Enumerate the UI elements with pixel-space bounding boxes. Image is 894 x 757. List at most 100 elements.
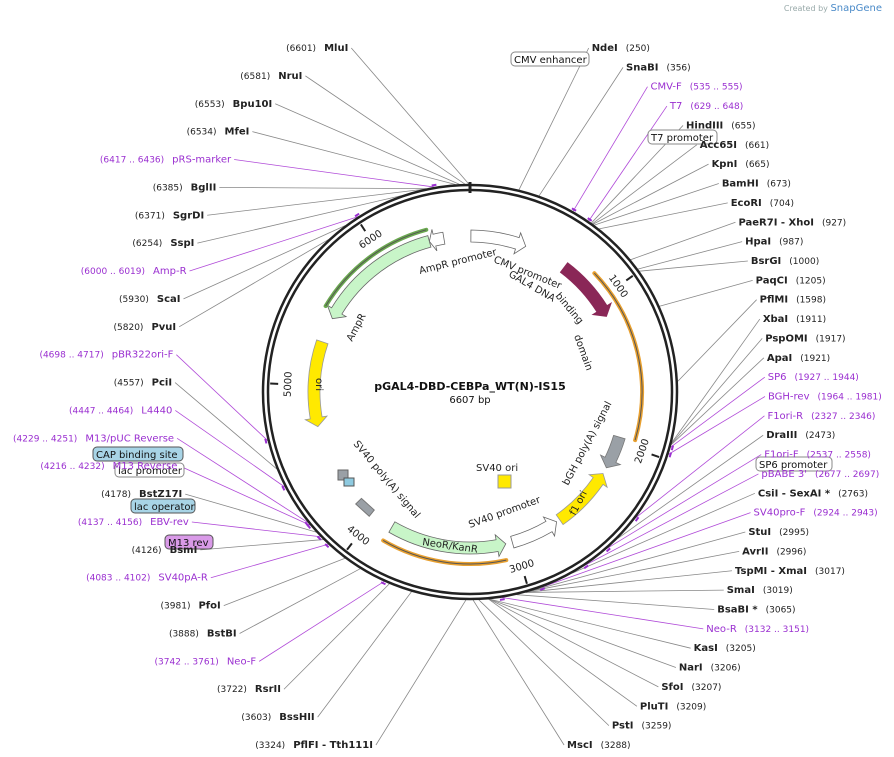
site-mlui[interactable]: (6601)MluI: [286, 43, 348, 54]
boxed-t7-promoter: T7 promoter: [647, 129, 718, 145]
site-sgrdi[interactable]: (6371)SgrDI: [135, 210, 204, 221]
site-nrui[interactable]: (6581)NruI: [240, 71, 302, 82]
site-paer7i-xhoi[interactable]: PaeR7I - XhoI(927): [738, 217, 846, 228]
primer-m13-reverse[interactable]: (4216 .. 4232)M13 Reverse: [40, 461, 177, 472]
site-pflfi-tth111i[interactable]: (3324)PflFI - Tth111I: [255, 740, 373, 751]
primer-f1ori-r[interactable]: F1ori-R(2327 .. 2346): [767, 411, 875, 422]
primer-sv40pro-f[interactable]: SV40pro-F(2924 .. 2943): [754, 508, 878, 519]
site-sfoi[interactable]: SfoI(3207): [661, 682, 721, 693]
site-bsrgi[interactable]: BsrGI(1000): [751, 256, 819, 267]
leader-line: [572, 492, 756, 574]
primer-cmv-f[interactable]: CMV-F(535 .. 555): [651, 82, 743, 93]
site-paqci[interactable]: PaqCI(1205): [756, 275, 826, 286]
leader-line: [219, 187, 427, 190]
leader-line: [478, 599, 610, 726]
site-mfei[interactable]: (6534)MfeI: [187, 127, 250, 138]
leader-line: [375, 599, 467, 746]
site-pcii[interactable]: (4557)PciI: [114, 378, 172, 389]
tick-label: 5000: [283, 371, 295, 397]
site-bamhi[interactable]: BamHI(673): [722, 179, 791, 190]
primer-neo-f[interactable]: (3742 .. 3761)Neo-F: [155, 656, 257, 667]
leader-lines: [174, 47, 766, 746]
boxed-cmv-enhancer: CMV enhancer: [510, 51, 590, 67]
site-marks: [264, 183, 675, 601]
site-bpu10i[interactable]: (6553)Bpu10I: [195, 99, 272, 110]
site-bsabi-[interactable]: BsaBI *(3065): [717, 604, 795, 615]
feature-cmv-promoter: [470, 229, 527, 255]
primer-amp-r[interactable]: (6000 .. 6019)Amp-R: [81, 266, 187, 277]
leader-line: [489, 598, 677, 668]
leader-line: [472, 599, 565, 746]
leader-line: [252, 131, 456, 185]
site-snabi[interactable]: SnaBI(356): [626, 62, 691, 73]
tick-mark: [651, 453, 660, 458]
primer-mark: [587, 217, 593, 222]
site-nari[interactable]: NarI(3206): [679, 663, 741, 674]
leader-line: [239, 568, 361, 634]
leader-line: [588, 105, 668, 222]
site-draiii[interactable]: DraIII(2473): [766, 430, 835, 441]
site-pluti[interactable]: PluTI(3209): [640, 701, 706, 712]
site-pspomi[interactable]: PspOMI(1917): [765, 333, 845, 344]
site-kpni[interactable]: KpnI(665): [712, 159, 770, 170]
leader-line: [594, 183, 719, 226]
site-bstbi[interactable]: (3888)BstBI: [169, 628, 237, 639]
site-pvui[interactable]: (5820)PvuI: [114, 322, 177, 333]
bgh-polya-label: bGH poly(A) signal: [561, 400, 615, 488]
site-rsrii[interactable]: (3722)RsrII: [217, 684, 281, 695]
site-bsmi[interactable]: (4126)BsmI: [132, 545, 198, 556]
leader-line: [207, 188, 424, 216]
ampr-promoter-label: AmpR promoter: [418, 247, 499, 277]
site-msci[interactable]: MscI(3288): [567, 740, 631, 751]
gal4-label-c: domain: [571, 333, 594, 372]
site-pflmi[interactable]: PflMI(1598): [760, 295, 826, 306]
primer-pbr322ori-f[interactable]: (4698 .. 4717)pBR322ori-F: [39, 350, 173, 361]
feature-gal4-dna-binding-domain: [559, 262, 613, 317]
leader-line: [223, 557, 346, 606]
site-apai[interactable]: ApaI(1921): [767, 353, 830, 364]
primer-mark: [670, 445, 675, 451]
primer-ebv-rev[interactable]: (4137 .. 4156)EBV-rev: [78, 517, 189, 528]
site-stui[interactable]: StuI(2995): [748, 527, 809, 538]
leader-line: [538, 67, 624, 197]
primer-neo-r[interactable]: Neo-R(3132 .. 3151): [706, 624, 809, 635]
site-bstz17i[interactable]: (4178)BstZ17I: [101, 489, 182, 500]
primer-mark: [583, 564, 589, 570]
primer-t7[interactable]: T7(629 .. 648): [669, 101, 743, 112]
primer-sp6[interactable]: SP6(1927 .. 1944): [768, 372, 859, 383]
primer-bgh-rev[interactable]: BGH-rev(1964 .. 1981): [768, 392, 882, 403]
site-bglii[interactable]: (6385)BglII: [153, 182, 217, 193]
leader-line: [606, 454, 762, 549]
leader-line: [488, 598, 638, 707]
leader-line: [275, 103, 460, 185]
site-xbai[interactable]: XbaI(1911): [763, 314, 826, 325]
brand-name: SnapGene: [830, 3, 882, 14]
primer-pbabe-3-[interactable]: pBABE 3'(2677 .. 2697): [761, 469, 879, 480]
site-acc65i[interactable]: Acc65I(661): [700, 140, 769, 151]
leader-line: [180, 465, 311, 526]
cap-site-mark: [337, 469, 349, 481]
site-avrii[interactable]: AvrII(2996): [742, 546, 806, 557]
primer-f1ori-f[interactable]: F1ori-F(2537 .. 2558): [764, 450, 871, 461]
svg-text:T7 promoter: T7 promoter: [650, 133, 714, 144]
site-hindiii[interactable]: HindIII(655): [686, 120, 755, 131]
site-hpai[interactable]: HpaI(987): [745, 237, 803, 248]
site-smai[interactable]: SmaI(3019): [727, 585, 793, 596]
site-kasi[interactable]: KasI(3205): [694, 643, 756, 654]
feature-ampr: [326, 235, 432, 320]
site-csii-sexai-[interactable]: CsiI - SexAI *(2763): [758, 488, 868, 499]
site-ndei[interactable]: NdeI(250): [592, 43, 650, 54]
site-psti[interactable]: PstI(3259): [612, 721, 672, 732]
site-scai[interactable]: (5930)ScaI: [119, 294, 181, 305]
site-bsshii[interactable]: (3603)BssHII: [241, 712, 314, 723]
primer-sv40pa-r[interactable]: (4083 .. 4102)SV40pA-R: [86, 573, 208, 584]
site-pfoi[interactable]: (3981)PfoI: [161, 601, 221, 612]
primer-m13-puc-reverse[interactable]: (4229 .. 4251)M13/pUC Reverse: [13, 433, 174, 444]
primer-l4440[interactable]: (4447 .. 4464)L4440: [69, 405, 172, 416]
primer-prs-marker[interactable]: (6417 .. 6436)pRS-marker: [100, 155, 232, 166]
leader-line: [176, 354, 269, 441]
leader-line: [174, 382, 277, 470]
site-ecori[interactable]: EcoRI(704): [731, 198, 794, 209]
site-tspmi-xmai[interactable]: TspMI - XmaI(3017): [735, 566, 845, 577]
site-sspi[interactable]: (6254)SspI: [132, 238, 194, 249]
